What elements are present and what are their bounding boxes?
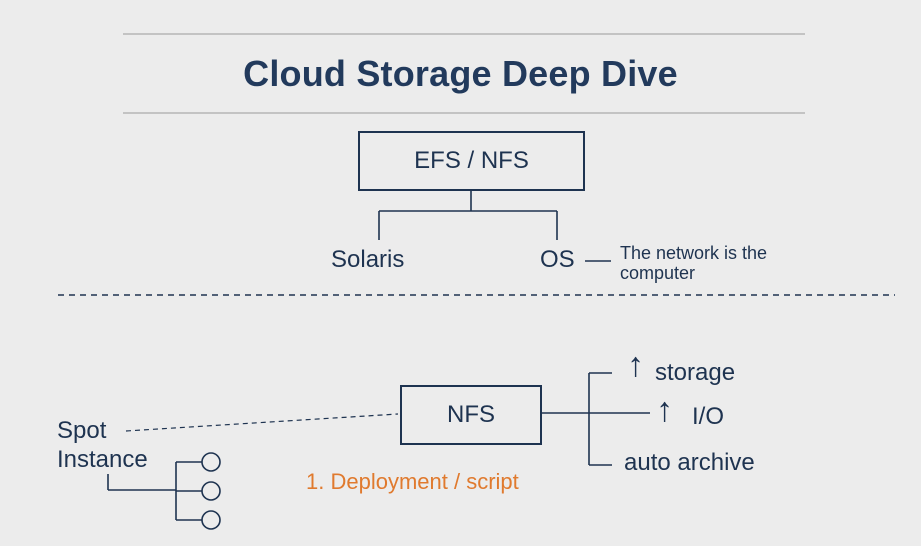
deployment-step: 1. Deployment / script [306, 469, 519, 494]
instance-label: Instance [57, 446, 148, 473]
instance-node-2 [201, 481, 221, 501]
spot-link-dashed [125, 413, 399, 432]
page-title: Cloud Storage Deep Dive [243, 53, 678, 94]
io-label: I/O [692, 403, 725, 430]
os-label: OS [540, 246, 575, 273]
storage-label: storage [655, 359, 736, 386]
nfs-box: NFS [400, 385, 542, 445]
up-arrow-icon: ↑ [656, 391, 673, 429]
instance-node-1 [201, 452, 221, 472]
up-arrow-icon: ↑ [627, 346, 644, 384]
efs-nfs-box: EFS / NFS [358, 131, 585, 191]
instance-node-3 [201, 510, 221, 530]
spot-label: Spot [57, 417, 107, 444]
solaris-label: Solaris [331, 246, 405, 273]
auto-archive-label: auto archive [624, 449, 755, 476]
network-note: The network is the computer [620, 243, 768, 283]
